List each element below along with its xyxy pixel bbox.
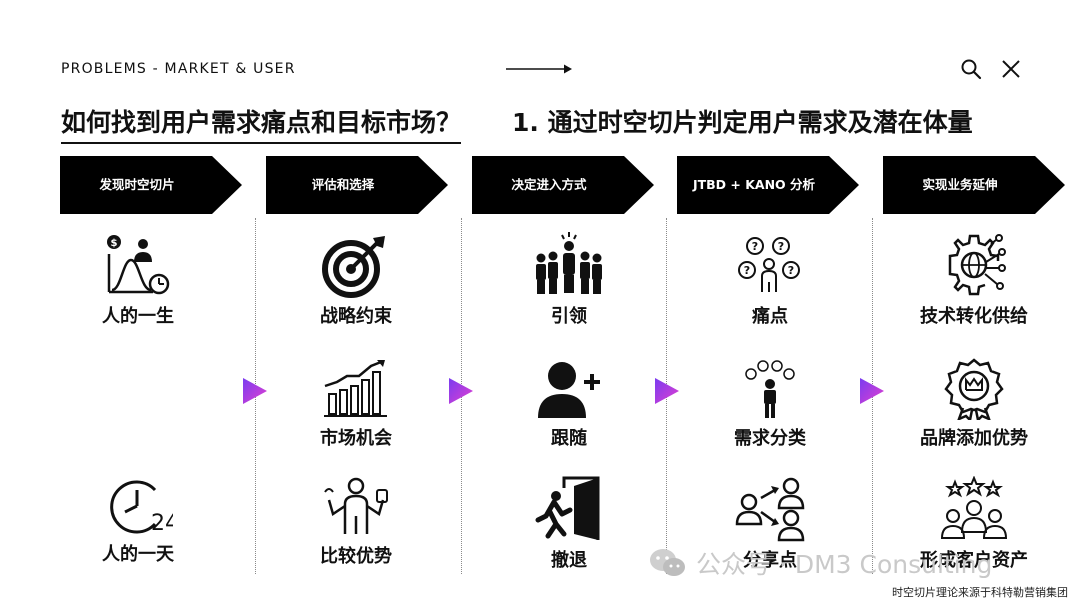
item-label: 市场机会: [320, 428, 392, 449]
item-customer: 形成客户资产: [892, 476, 1056, 572]
item-label: 品牌添加优势: [920, 428, 1028, 449]
svg-text:$: $: [111, 238, 118, 249]
step-arrow-4: JTBD + KANO 分析: [677, 156, 859, 214]
compare-person-icon: [324, 477, 388, 534]
item-brand: 品牌添加优势: [892, 358, 1056, 450]
column-extend: 技术转化供给 品牌添加优势 形成客户资产: [892, 226, 1056, 586]
growth-chart-icon: [324, 360, 387, 417]
target-icon: [322, 236, 385, 298]
leader-group-icon: [536, 232, 602, 294]
wechat-icon: [650, 549, 685, 576]
item-label: 人的一天: [102, 544, 174, 565]
item-advantage: 比较优势: [274, 476, 438, 568]
brand-badge-icon: [944, 358, 1004, 420]
svg-text:?: ?: [744, 264, 750, 277]
column-entry: 引领 跟随 撤退: [487, 226, 651, 586]
item-tech: 技术转化供给: [892, 232, 1056, 328]
item-needs: 需求分类: [688, 358, 852, 450]
svg-text:24: 24: [151, 511, 173, 536]
close-icon[interactable]: [1000, 58, 1022, 80]
life-curve-icon: $: [107, 235, 170, 295]
arrow-right-icon: [506, 64, 572, 74]
exit-door-icon: [535, 476, 600, 540]
page-section-title: PROBLEMS - MARKET & USER: [61, 61, 296, 77]
svg-text:?: ?: [778, 240, 784, 253]
item-label: 跟随: [551, 428, 587, 449]
share-users-icon: [735, 477, 805, 542]
step-label: 实现业务延伸: [922, 177, 998, 192]
headline-question: 如何找到用户需求痛点和目标市场？: [61, 103, 462, 144]
clock-24-icon: 24: [110, 480, 173, 536]
item-label: 痛点: [752, 306, 788, 327]
item-label: 战略约束: [320, 306, 392, 327]
svg-text:?: ?: [788, 264, 794, 277]
item-strategy: 战略约束: [274, 232, 438, 328]
item-lead: 引领: [487, 232, 651, 328]
play-icon: [243, 378, 267, 404]
watermark: 公众号 · DM3 Consulting: [648, 545, 992, 581]
item-label: 引领: [551, 306, 587, 327]
item-retreat: 撤退: [487, 476, 651, 572]
step-label: 评估和选择: [311, 177, 375, 192]
item-pain: ? ? ? ? 痛点: [688, 232, 852, 328]
item-label: 需求分类: [734, 428, 806, 449]
step-arrow-1: 发现时空切片: [60, 156, 242, 214]
step-arrow-2: 评估和选择: [266, 156, 448, 214]
item-follow: 跟随: [487, 358, 651, 450]
item-day: 24 人的一天: [56, 476, 220, 566]
needs-person-icon: [745, 360, 795, 418]
item-share: 分享点: [688, 476, 852, 572]
customer-stars-icon: [940, 476, 1008, 539]
play-icon: [449, 378, 473, 404]
item-label: 形成客户资产: [920, 550, 1028, 571]
item-market: 市场机会: [274, 358, 438, 450]
step-arrow-5: 实现业务延伸: [883, 156, 1065, 214]
step-label: 发现时空切片: [99, 177, 175, 192]
item-label: 技术转化供给: [920, 306, 1028, 327]
headline-answer: 1. 通过时空切片判定用户需求及潜在体量: [512, 108, 973, 137]
question-person-icon: ? ? ? ?: [738, 237, 800, 292]
search-icon[interactable]: [960, 58, 982, 80]
play-icon: [655, 378, 679, 404]
watermark-text: 公众号 · DM3 Consulting: [696, 550, 993, 579]
source-footnote: 时空切片理论来源于科特勒营销集团: [892, 586, 1068, 599]
item-label: 分享点: [743, 550, 797, 571]
step-label: JTBD + KANO 分析: [692, 177, 816, 192]
item-life: $ 人的一生: [56, 232, 220, 328]
svg-text:?: ?: [752, 240, 758, 253]
item-label: 比较优势: [320, 546, 392, 567]
column-evaluate: 战略约束 市场机会 比较优势: [274, 226, 438, 586]
column-jtbd: ? ? ? ? 痛点 需求分类: [688, 226, 852, 586]
play-icon: [860, 378, 884, 404]
step-label: 决定进入方式: [511, 177, 587, 192]
tech-gear-icon: [948, 234, 1006, 296]
item-label: 撤退: [551, 550, 587, 571]
column-discover: $ 人的一生 24 人的一天: [56, 226, 220, 586]
add-user-icon: [538, 362, 600, 418]
step-arrow-3: 决定进入方式: [472, 156, 654, 214]
item-label: 人的一生: [102, 306, 174, 327]
